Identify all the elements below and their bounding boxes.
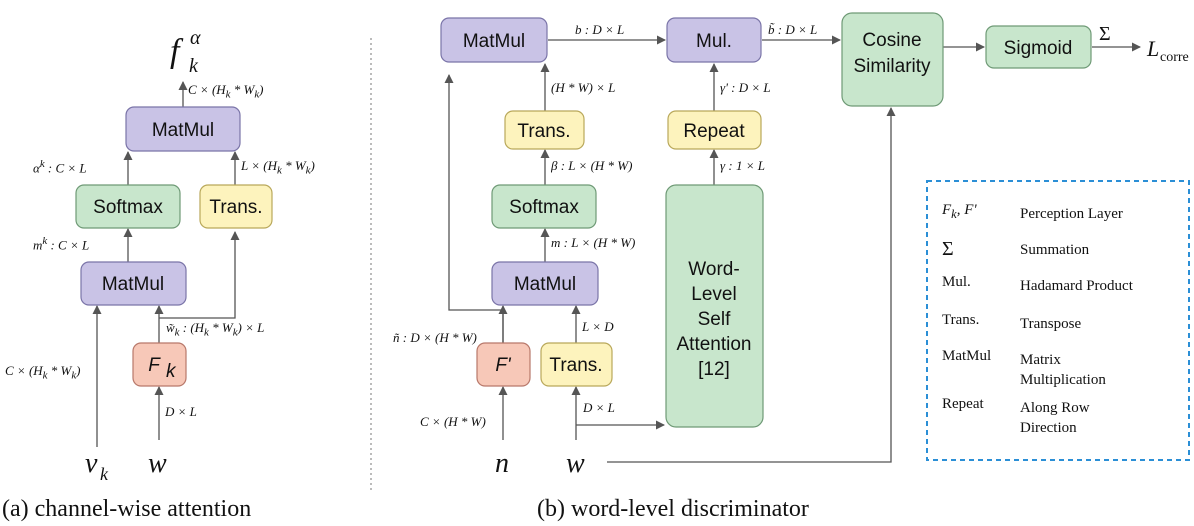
right-self-attention: Word- Level Self Attention [12] (665, 184, 764, 428)
svg-text:Softmax: Softmax (93, 197, 163, 218)
legend-desc-4-0: Matrix (1020, 352, 1061, 368)
svg-text:MatMul: MatMul (463, 31, 525, 52)
right-dl-label: D × L (583, 400, 615, 415)
legend-box (926, 180, 1190, 461)
svg-text:Self: Self (698, 309, 731, 330)
left-trans-top-label: L × (Hk * Wk) (241, 158, 315, 177)
left-v-label: C × (Hk * Wk) (5, 363, 80, 382)
right-ntilde-label: ñ : D × (H * W) (393, 330, 477, 345)
svg-text:Trans.: Trans. (209, 197, 262, 218)
right-input-n: n (495, 448, 509, 479)
right-m-label: m : L × (H * W) (551, 235, 635, 250)
svg-text:Cosine: Cosine (862, 30, 921, 51)
edge-w-to-cosine (607, 107, 896, 463)
svg-text:k: k (166, 361, 177, 382)
legend-desc-4-1: Multiplication (1020, 372, 1106, 388)
left-softmax: Softmax (75, 184, 181, 229)
right-sigmoid: Sigmoid (985, 25, 1092, 69)
left-input-v-sub: k (100, 464, 109, 484)
svg-text:[12]: [12] (698, 359, 730, 380)
left-output-label: f (170, 33, 184, 70)
right-matmul-top: MatMul (440, 17, 548, 63)
legend-desc-5-1: Direction (1020, 420, 1077, 436)
right-gamma-label: γ : 1 × L (720, 158, 765, 173)
legend-desc-2-0: Hadamard Product (1020, 278, 1134, 294)
svg-text:Repeat: Repeat (683, 121, 745, 142)
left-dl-label: D × L (165, 404, 197, 419)
right-trans-bottom: Trans. (540, 342, 613, 387)
left-output-sup: α (190, 27, 201, 49)
right-caption: (b) word-level discriminator (537, 496, 809, 522)
legend-key-3: Trans. (942, 312, 979, 328)
right-loss-sub: corre (1160, 50, 1189, 65)
right-beta-label: β : L × (H * W) (551, 158, 632, 173)
legend-desc-5-0: Along Row (1020, 400, 1090, 416)
right-cosine-similarity: Cosine Similarity (841, 12, 944, 107)
svg-text:Trans.: Trans. (517, 121, 570, 142)
svg-text:Word-: Word- (688, 259, 739, 280)
right-repeat: Repeat (667, 110, 762, 150)
left-alpha-label: αk : C × L (33, 158, 87, 175)
right-loss: L (1146, 36, 1159, 61)
left-caption: (a) channel-wise attention (2, 496, 251, 522)
right-fprime: F' (476, 342, 531, 387)
svg-text:Similarity: Similarity (853, 56, 931, 77)
right-chw-label: C × (H * W) (420, 414, 486, 429)
legend-desc-0-0: Perception Layer (1020, 206, 1123, 222)
legend-key-4: MatMul (942, 348, 991, 364)
legend-desc-1-0: Summation (1020, 242, 1090, 258)
left-output-sub: k (189, 55, 199, 77)
legend-key-1: Σ (942, 238, 954, 260)
legend-key-2: Mul. (942, 274, 971, 290)
left-trans: Trans. (199, 184, 273, 229)
left-input-v: v (85, 448, 98, 479)
svg-text:F': F' (495, 355, 512, 376)
svg-text:MatMul: MatMul (102, 274, 164, 295)
right-trans-top: Trans. (504, 110, 585, 150)
edge-fk-to-trans (159, 231, 240, 319)
left-matmul-top: MatMul (125, 106, 241, 152)
right-hw-label: (H * W) × L (551, 80, 615, 95)
svg-text:Softmax: Softmax (509, 197, 579, 218)
left-input-w: w (148, 448, 167, 479)
svg-text:Mul.: Mul. (696, 31, 732, 52)
right-matmul-mid: MatMul (491, 261, 599, 306)
legend-desc-3-0: Transpose (1020, 316, 1081, 332)
left-matmul-bottom: MatMul (80, 261, 187, 306)
svg-text:MatMul: MatMul (152, 120, 214, 141)
right-sum-symbol: Σ (1099, 23, 1111, 45)
right-btilde-label: b̃ : D × L (768, 22, 817, 37)
left-wk-label: w̃k : (Hk * Wk) × L (166, 320, 264, 339)
right-softmax: Softmax (491, 184, 597, 229)
svg-text:F: F (148, 355, 161, 376)
right-input-w: w (566, 448, 585, 479)
right-mul: Mul. (666, 17, 762, 63)
right-gamma-prime-label: γ' : D × L (720, 80, 771, 95)
right-ld-label: L × D (582, 319, 614, 334)
svg-text:Sigmoid: Sigmoid (1004, 38, 1073, 59)
right-b-label: b : D × L (575, 22, 624, 37)
svg-text:Trans.: Trans. (549, 355, 602, 376)
legend-key-5: Repeat (942, 396, 984, 412)
left-out-label: C × (Hk * Wk) (188, 82, 263, 101)
svg-text:Attention: Attention (677, 334, 752, 355)
left-fk: F k (132, 342, 187, 387)
svg-text:MatMul: MatMul (514, 274, 576, 295)
svg-text:Level: Level (691, 284, 736, 305)
legend-key-0: Fk, F' (942, 202, 977, 221)
left-m-label: mk : C × L (33, 235, 89, 252)
